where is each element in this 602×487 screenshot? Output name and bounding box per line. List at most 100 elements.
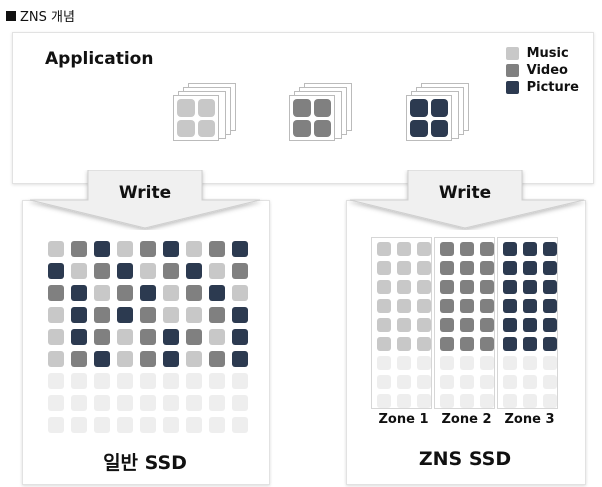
empty-block (417, 356, 431, 370)
data-block (397, 318, 411, 332)
data-block (232, 263, 248, 279)
empty-block (117, 417, 133, 433)
legend: Music Video Picture (505, 45, 579, 96)
data-block (377, 261, 391, 275)
data-block (543, 280, 557, 294)
empty-block (186, 373, 202, 389)
empty-block (503, 394, 517, 408)
data-block (377, 242, 391, 256)
data-block (117, 263, 133, 279)
data-block (523, 280, 537, 294)
empty-block (377, 375, 391, 389)
data-block (523, 261, 537, 275)
data-block (417, 261, 431, 275)
empty-block (377, 394, 391, 408)
picture-swatch-icon (505, 81, 519, 94)
data-block (71, 285, 87, 301)
empty-block (503, 375, 517, 389)
empty-block (186, 417, 202, 433)
data-block (397, 299, 411, 313)
zone-1-column (371, 237, 432, 409)
legend-item-video: Video (505, 62, 579, 79)
empty-block (71, 373, 87, 389)
empty-block (523, 356, 537, 370)
data-block (397, 261, 411, 275)
empty-block (480, 375, 494, 389)
data-block (460, 242, 474, 256)
block-tile (177, 119, 195, 137)
data-block (377, 318, 391, 332)
data-block (232, 241, 248, 257)
data-block (460, 280, 474, 294)
data-block (480, 280, 494, 294)
file-sheet-front (173, 95, 219, 141)
data-block (117, 285, 133, 301)
data-block (503, 280, 517, 294)
data-block (186, 351, 202, 367)
data-block (209, 307, 225, 323)
data-block (480, 337, 494, 351)
diagram-title: ZNS 개념 (6, 6, 75, 25)
data-block (460, 318, 474, 332)
empty-block (140, 395, 156, 411)
data-block (48, 329, 64, 345)
empty-block (543, 375, 557, 389)
empty-block (377, 356, 391, 370)
empty-block (397, 356, 411, 370)
data-block (140, 263, 156, 279)
data-block (232, 329, 248, 345)
data-block (48, 351, 64, 367)
write-arrow-icon (349, 170, 585, 229)
data-block (186, 263, 202, 279)
block-tile (293, 99, 311, 117)
block-tile (177, 99, 195, 117)
empty-block (140, 373, 156, 389)
data-block (232, 351, 248, 367)
legend-label: Video (526, 63, 568, 78)
block-tile (430, 99, 448, 117)
data-block (460, 261, 474, 275)
data-block (523, 242, 537, 256)
conventional-ssd-label: 일반 SSD (103, 452, 187, 474)
video-swatch-icon (505, 64, 519, 77)
data-block (232, 285, 248, 301)
zone-2-column (434, 237, 495, 409)
data-block (460, 299, 474, 313)
empty-block (163, 395, 179, 411)
data-block (417, 318, 431, 332)
data-block (377, 337, 391, 351)
data-block (71, 351, 87, 367)
data-block (140, 329, 156, 345)
data-block (543, 337, 557, 351)
data-block (460, 337, 474, 351)
data-block (94, 241, 110, 257)
data-block (186, 241, 202, 257)
empty-block (232, 395, 248, 411)
empty-block (440, 394, 454, 408)
data-block (480, 261, 494, 275)
data-block (397, 280, 411, 294)
block-tile (313, 99, 331, 117)
data-block (209, 285, 225, 301)
empty-block (460, 394, 474, 408)
application-box: Application Music Video Picture (12, 32, 594, 184)
empty-block (460, 356, 474, 370)
empty-block (71, 417, 87, 433)
data-block (503, 299, 517, 313)
diagram-title-text: ZNS 개념 (20, 10, 75, 25)
data-block (377, 280, 391, 294)
data-block (209, 241, 225, 257)
block-tile (410, 119, 428, 137)
data-block (71, 329, 87, 345)
data-block (48, 307, 64, 323)
data-block (163, 241, 179, 257)
empty-block (140, 417, 156, 433)
data-block (232, 307, 248, 323)
empty-block (460, 375, 474, 389)
zone-3-label: Zone 3 (504, 412, 555, 427)
legend-item-picture: Picture (505, 79, 579, 96)
data-block (377, 299, 391, 313)
empty-block (209, 373, 225, 389)
empty-block (232, 417, 248, 433)
empty-block (163, 417, 179, 433)
